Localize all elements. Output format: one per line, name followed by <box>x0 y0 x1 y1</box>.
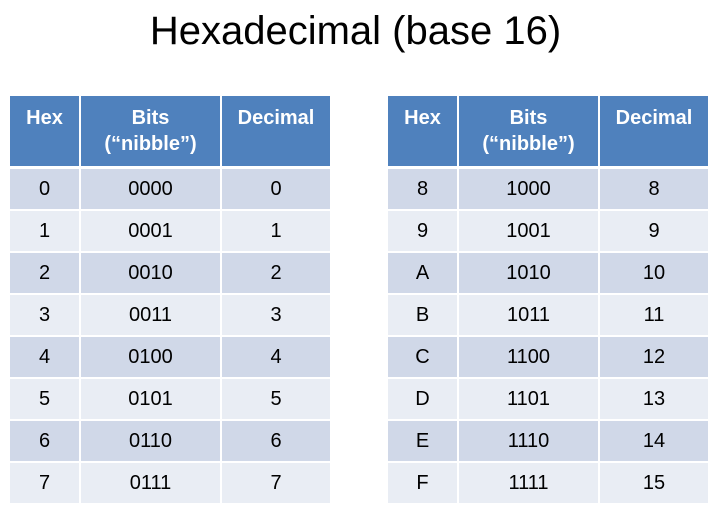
table-header-row: Hex Bits(“nibble”) Decimal <box>10 96 330 169</box>
decimal-cell: 1 <box>221 210 330 253</box>
decimal-cell: 14 <box>599 420 708 463</box>
hex-cell: C <box>388 336 459 379</box>
decimal-cell: 10 <box>599 252 708 295</box>
bits-cell: 1010 <box>458 252 600 295</box>
hex-cell: 7 <box>10 462 81 503</box>
decimal-cell: 9 <box>599 210 708 253</box>
hex-cell: A <box>388 252 459 295</box>
bits-cell: 0001 <box>80 210 222 253</box>
bits-cell: 0010 <box>80 252 222 295</box>
bits-cell: 0011 <box>80 294 222 337</box>
column-header-hex: Hex <box>388 96 459 169</box>
column-header-bits: Bits(“nibble”) <box>458 96 600 169</box>
hex-cell: 4 <box>10 336 81 379</box>
decimal-cell: 6 <box>221 420 330 463</box>
hex-cell: 1 <box>10 210 81 253</box>
column-header-decimal: Decimal <box>221 96 330 169</box>
column-header-bits: Bits(“nibble”) <box>80 96 222 169</box>
decimal-cell: 4 <box>221 336 330 379</box>
decimal-cell: 7 <box>221 462 330 503</box>
decimal-cell: 12 <box>599 336 708 379</box>
hex-cell: F <box>388 462 459 503</box>
bits-cell: 1001 <box>458 210 600 253</box>
hex-cell: 2 <box>10 252 81 295</box>
bits-cell: 0100 <box>80 336 222 379</box>
hex-cell: 8 <box>388 167 459 211</box>
decimal-cell: 3 <box>221 294 330 337</box>
bits-cell: 1000 <box>458 167 600 211</box>
hex-cell: 9 <box>388 210 459 253</box>
bits-cell: 1110 <box>458 420 600 463</box>
bits-cell: 1101 <box>458 378 600 421</box>
page-title: Hexadecimal (base 16) <box>149 9 562 53</box>
decimal-cell: 15 <box>599 462 708 503</box>
bits-cell: 1100 <box>458 336 600 379</box>
hex-cell: 3 <box>10 294 81 337</box>
bits-cell: 0000 <box>80 167 222 211</box>
hex-cell: 5 <box>10 378 81 421</box>
column-header-decimal: Decimal <box>599 96 708 169</box>
bits-cell: 1011 <box>458 294 600 337</box>
decimal-cell: 11 <box>599 294 708 337</box>
decimal-cell: 5 <box>221 378 330 421</box>
hex-cell: B <box>388 294 459 337</box>
bits-cell: 0111 <box>80 462 222 503</box>
hex-cell: 6 <box>10 420 81 463</box>
bits-cell: 1111 <box>458 462 600 503</box>
table-header-row: Hex Bits(“nibble”) Decimal <box>388 96 708 169</box>
hex-cell: D <box>388 378 459 421</box>
hex-cell: E <box>388 420 459 463</box>
decimal-cell: 13 <box>599 378 708 421</box>
decimal-cell: 8 <box>599 167 708 211</box>
hex-cell: 0 <box>10 167 81 211</box>
decimal-cell: 2 <box>221 252 330 295</box>
bits-cell: 0110 <box>80 420 222 463</box>
decimal-cell: 0 <box>221 167 330 211</box>
column-header-hex: Hex <box>10 96 81 169</box>
bits-cell: 0101 <box>80 378 222 421</box>
